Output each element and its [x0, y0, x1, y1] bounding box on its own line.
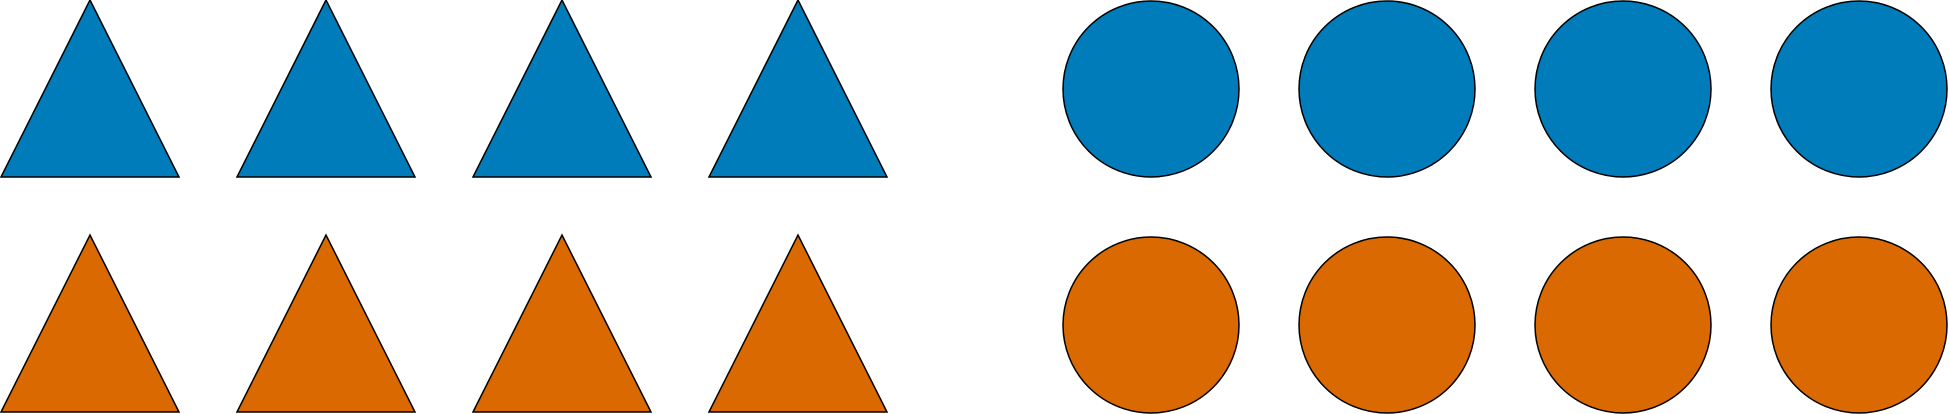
blue-circle-2	[1298, 0, 1476, 178]
circle-group	[1062, 0, 1948, 414]
blue-triangle-3	[471, 0, 653, 178]
orange-circle-2	[1298, 236, 1476, 414]
orange-triangle-4	[707, 233, 889, 413]
orange-circle-3	[1534, 236, 1712, 414]
blue-triangle-1	[0, 0, 181, 178]
blue-circle-1	[1062, 0, 1240, 178]
blue-circle-4	[1770, 0, 1948, 178]
orange-circle-4	[1770, 236, 1948, 414]
blue-triangle-4	[707, 0, 889, 178]
orange-circle-1	[1062, 236, 1240, 414]
orange-triangle-2	[235, 233, 417, 413]
orange-triangle-1	[0, 233, 181, 413]
blue-triangle-2	[235, 0, 417, 178]
triangle-group	[0, 0, 889, 413]
orange-triangle-3	[471, 233, 653, 413]
blue-circle-3	[1534, 0, 1712, 178]
